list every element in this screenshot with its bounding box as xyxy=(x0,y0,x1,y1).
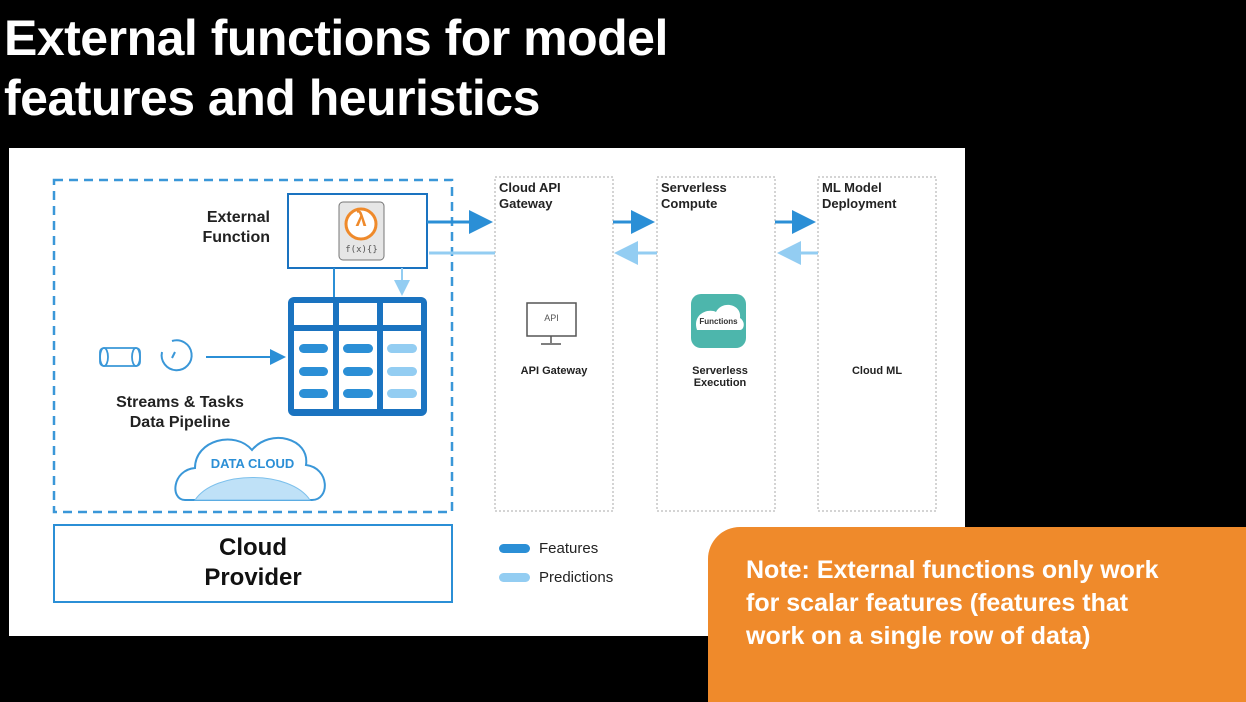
stream-pipe-icon xyxy=(99,347,141,367)
label-line: Provider xyxy=(204,564,302,591)
label-line: Function xyxy=(202,229,270,246)
functions-icon-text: Functions xyxy=(699,317,738,326)
column-box xyxy=(656,176,776,512)
title-line: External functions for model xyxy=(4,10,668,66)
pipeline-label: Streams & Tasks Data Pipeline xyxy=(100,393,260,433)
note-line: for scalar features (features that xyxy=(746,589,1129,617)
data-cloud-boundary xyxy=(52,178,454,514)
column-title-serverless: Serverless Compute xyxy=(661,180,727,212)
title-line: features and heuristics xyxy=(4,70,540,126)
label-line: Cloud xyxy=(219,534,287,561)
column-box xyxy=(817,176,937,512)
column-box xyxy=(494,176,614,512)
label-line: API Gateway xyxy=(520,365,588,377)
legend-features: Features xyxy=(539,540,599,557)
caption-serverless-execution: Serverless Execution xyxy=(661,365,779,389)
data-cloud-icon xyxy=(174,437,326,501)
feature-table-icon xyxy=(288,297,427,416)
label-line: Cloud ML xyxy=(851,365,903,377)
lambda-icon xyxy=(338,201,385,261)
label-line: Streams & Tasks xyxy=(116,394,244,411)
api-monitor-icon xyxy=(526,302,577,345)
data-cloud-label: DATA CLOUD xyxy=(210,456,295,471)
caption-api-gateway: API Gateway xyxy=(495,365,613,377)
lambda-symbol: λ xyxy=(355,209,367,231)
fx-label: f(x){} xyxy=(345,245,378,255)
label-line: ML Model xyxy=(822,180,882,195)
label-line: Execution xyxy=(693,377,747,389)
note-callout: Note: External functions only work for s… xyxy=(708,527,1246,702)
slide-title: External functions for model features an… xyxy=(4,8,668,128)
note-line: Note: External functions only work xyxy=(746,556,1159,584)
label-line: Serverless xyxy=(692,365,748,377)
cloud-provider-label: Cloud Provider xyxy=(54,533,452,593)
label-line: Deployment xyxy=(822,196,897,211)
label-line: Cloud API xyxy=(499,180,561,195)
caption-cloud-ml: Cloud ML xyxy=(818,365,936,377)
cloud-provider-box xyxy=(53,524,453,603)
api-icon-text: API xyxy=(544,313,559,323)
note-line: work on a single row of data) xyxy=(746,622,1091,650)
legend-predictions: Predictions xyxy=(539,569,614,586)
label-line: Compute xyxy=(661,196,718,211)
task-clock-icon xyxy=(160,339,193,372)
column-title-ml-model: ML Model Deployment xyxy=(822,180,896,212)
label-line: External xyxy=(206,209,270,226)
label-line: Data Pipeline xyxy=(129,414,231,431)
column-title-api-gateway: Cloud API Gateway xyxy=(499,180,561,212)
label-line: Serverless xyxy=(661,180,727,195)
legend-swatches xyxy=(499,544,530,582)
functions-cloud-icon xyxy=(691,294,746,348)
external-function-label: External Function xyxy=(190,208,270,248)
label-line: Gateway xyxy=(499,196,553,211)
